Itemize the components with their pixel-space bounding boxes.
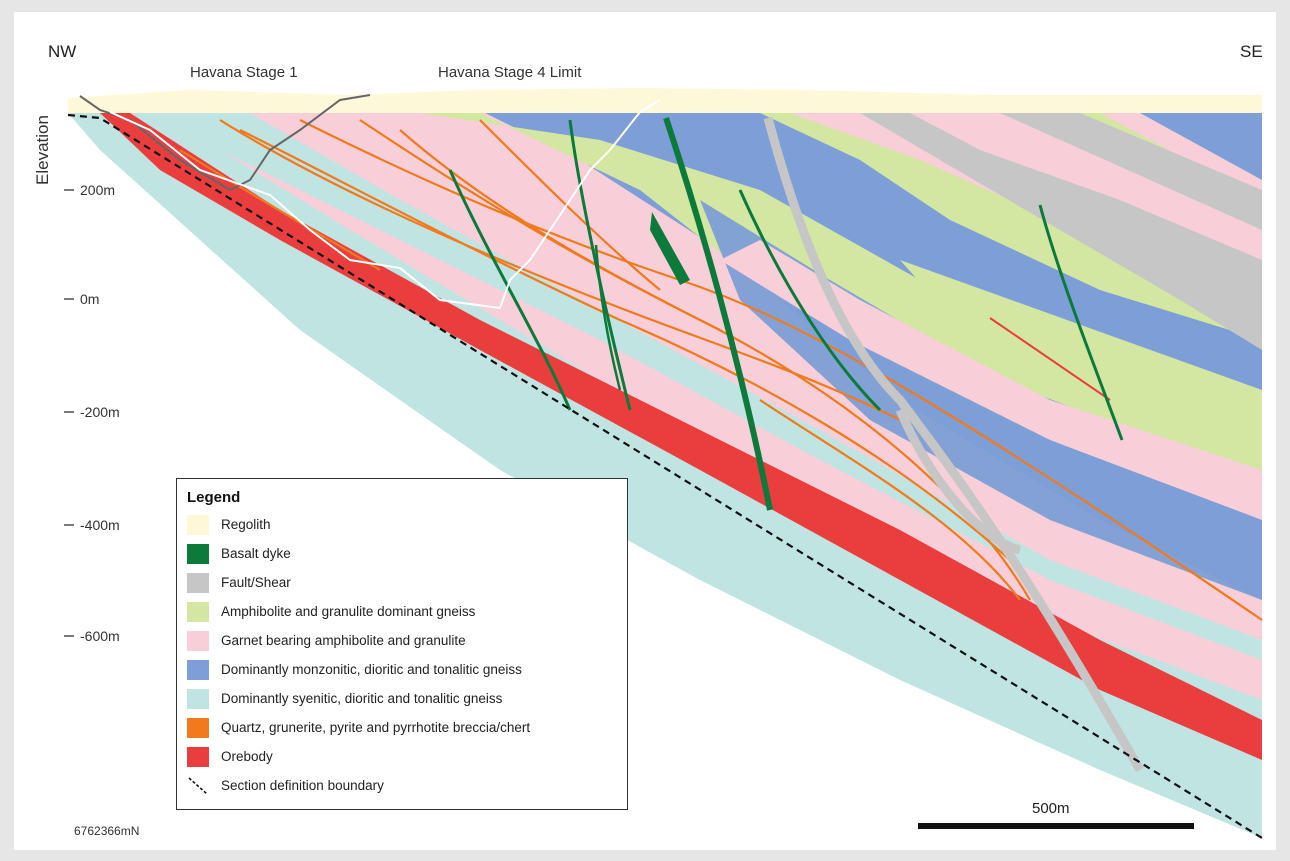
legend-item-label: Quartz, grunerite, pyrite and pyrrhotite… bbox=[221, 720, 531, 735]
legend-swatch bbox=[187, 543, 209, 564]
tick-label-neg200: -200m bbox=[80, 404, 120, 420]
tick-label-200: 200m bbox=[80, 182, 116, 198]
legend-item: Amphibolite and granulite dominant gneis… bbox=[187, 597, 617, 626]
legend-item-label: Fault/Shear bbox=[221, 575, 291, 590]
legend-item-label: Dominantly syenitic, dioritic and tonali… bbox=[221, 691, 503, 706]
legend-swatch bbox=[187, 572, 209, 593]
legend-swatch bbox=[187, 746, 209, 767]
scale-bar-label: 500m bbox=[1032, 800, 1070, 817]
legend-swatch bbox=[187, 601, 209, 622]
garnet-lower bbox=[720, 240, 1262, 520]
legend-item-label: Basalt dyke bbox=[221, 546, 291, 561]
legend-item: Dominantly syenitic, dioritic and tonali… bbox=[187, 684, 617, 713]
legend-item: Orebody bbox=[187, 742, 617, 771]
legend-item: Regolith bbox=[187, 510, 617, 539]
tick-label-0: 0m bbox=[80, 291, 100, 307]
legend-swatch bbox=[187, 659, 209, 680]
stage4-label: Havana Stage 4 Limit bbox=[438, 64, 582, 81]
legend-item-label: Garnet bearing amphibolite and granulite bbox=[221, 633, 466, 648]
legend-item-label: Orebody bbox=[221, 749, 273, 764]
legend-swatch bbox=[187, 717, 209, 738]
legend-item-label: Section definition boundary bbox=[221, 778, 384, 793]
fault-band-unit bbox=[860, 113, 1262, 350]
legend-item: Quartz, grunerite, pyrite and pyrrhotite… bbox=[187, 713, 617, 742]
basalt-dykes bbox=[448, 117, 1124, 511]
legend-title: Legend bbox=[187, 489, 241, 506]
tick-label-neg400: -400m bbox=[80, 517, 120, 533]
legend-item: Dominantly monzonitic, dioritic and tona… bbox=[187, 655, 617, 684]
nw-label: NW bbox=[48, 42, 77, 61]
elevation-axis-title: Elevation bbox=[33, 115, 52, 185]
orebody-unit bbox=[100, 113, 1262, 760]
orebody-vein bbox=[989, 317, 1111, 401]
dashed-line-icon bbox=[187, 776, 209, 796]
fault-band-pink bbox=[910, 113, 1262, 260]
se-label: SE bbox=[1240, 42, 1263, 61]
legend-swatch bbox=[187, 630, 209, 651]
basalt-lens bbox=[650, 212, 690, 285]
scale-bar bbox=[918, 823, 1194, 829]
fault-band-blue bbox=[1140, 113, 1262, 180]
legend-item: Fault/Shear bbox=[187, 568, 617, 597]
legend-item-label: Regolith bbox=[221, 517, 271, 532]
legend-swatch bbox=[187, 688, 209, 709]
legend-item: Section definition boundary bbox=[187, 771, 617, 800]
legend-item-label: Dominantly monzonitic, dioritic and tona… bbox=[221, 662, 522, 677]
tick-label-neg600: -600m bbox=[80, 628, 120, 644]
regolith-unit bbox=[68, 88, 1262, 113]
axis-ticks bbox=[64, 189, 74, 637]
stage1-label: Havana Stage 1 bbox=[190, 64, 298, 81]
legend-item: Garnet bearing amphibolite and granulite bbox=[187, 626, 617, 655]
northing-label: 6762366mN bbox=[74, 824, 140, 838]
fault-lines bbox=[763, 116, 1144, 773]
legend-item-label: Amphibolite and granulite dominant gneis… bbox=[221, 604, 476, 619]
syenitic-gneiss-unit bbox=[68, 113, 1262, 838]
stage4-pit-shell bbox=[109, 99, 661, 310]
legend-item: Basalt dyke bbox=[187, 539, 617, 568]
legend-swatch bbox=[187, 514, 209, 535]
